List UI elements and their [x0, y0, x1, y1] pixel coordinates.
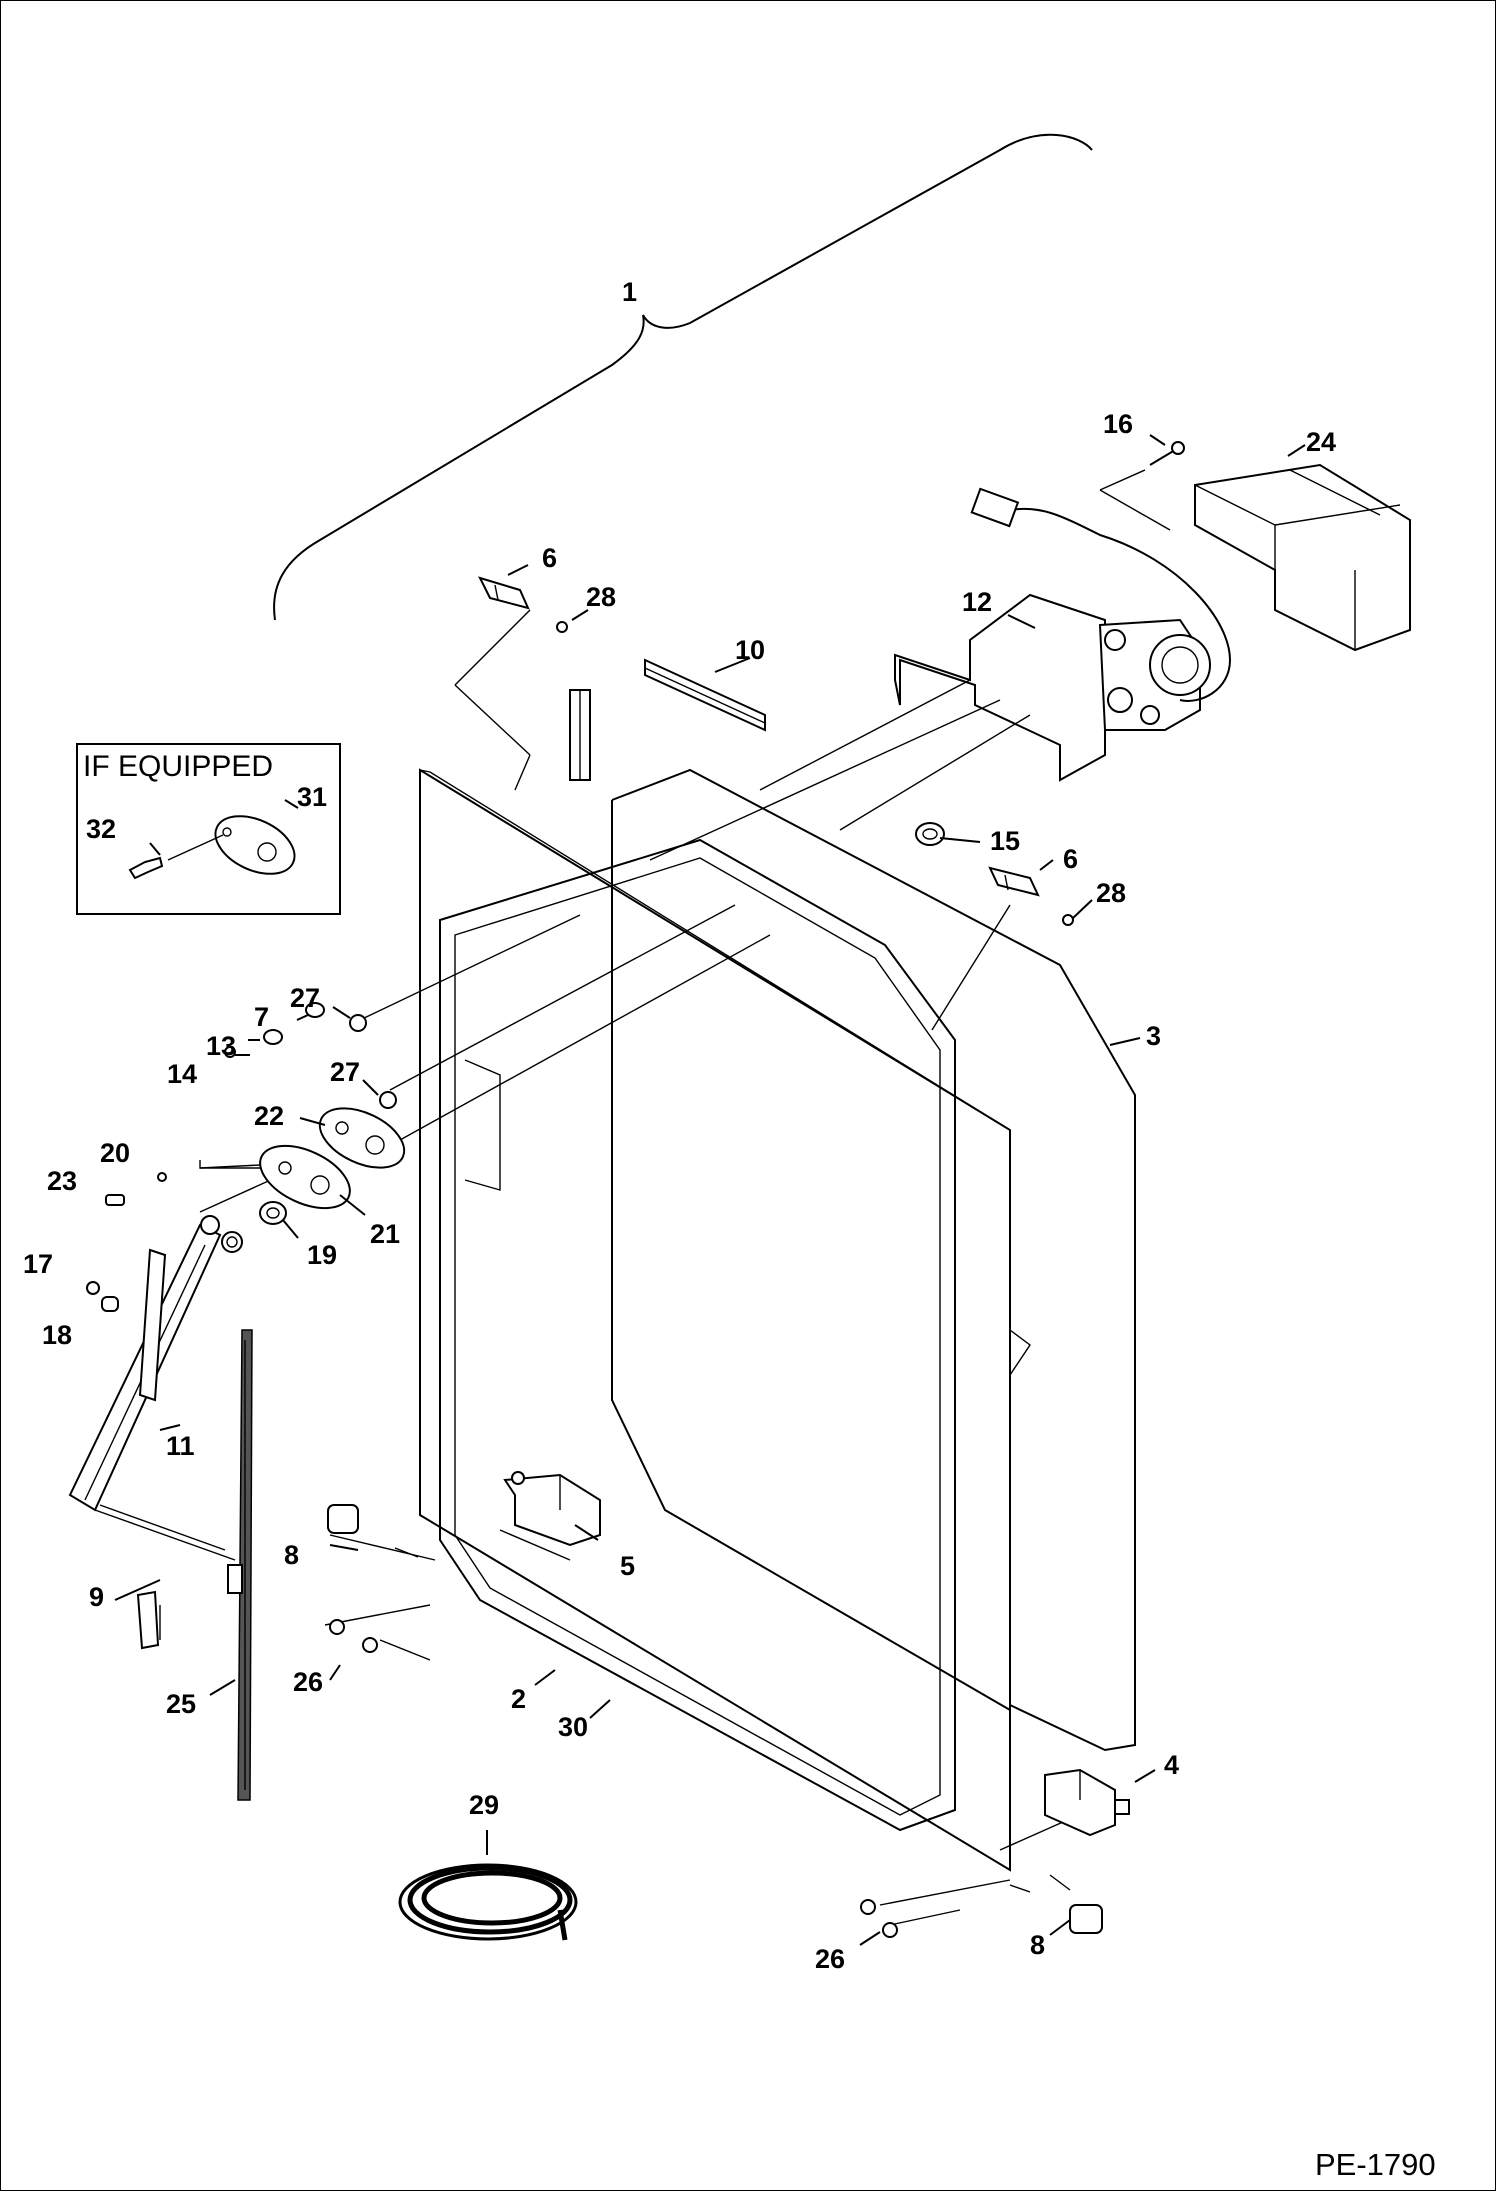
callout-20: 20	[100, 1138, 130, 1168]
callout-15: 15	[990, 826, 1020, 856]
assembly-brace	[273, 133, 1093, 621]
callout-12: 12	[962, 587, 992, 617]
hinge-upper	[454, 576, 568, 791]
callout-6-upper: 6	[542, 543, 557, 573]
callout-16: 16	[1103, 409, 1133, 439]
nut-27a	[349, 1014, 367, 1032]
callout-28-lower: 28	[1096, 878, 1126, 908]
plate-31	[214, 815, 296, 875]
callout-7: 7	[254, 1002, 269, 1032]
callout-28-upper: 28	[586, 582, 616, 612]
screw-23	[105, 1194, 125, 1206]
explosion-lines	[99, 679, 1091, 1926]
wiper-arm	[68, 1215, 243, 1561]
callout-10: 10	[735, 635, 765, 665]
callout-26-left: 26	[293, 1667, 323, 1697]
screws-right	[860, 1899, 898, 1938]
latch-lower	[1044, 1768, 1130, 1837]
callout-13: 13	[206, 1031, 236, 1061]
callout-11: 11	[166, 1431, 195, 1461]
motor-cover	[1194, 463, 1411, 652]
hinge-lower	[931, 866, 1074, 1031]
callout-14: 14	[167, 1059, 197, 1089]
callout-27-upper: 27	[290, 983, 320, 1013]
washer-20	[157, 1160, 285, 1182]
callout-18: 18	[42, 1320, 72, 1350]
wiper-motor-assembly	[894, 469, 1232, 782]
cap-18	[101, 1296, 119, 1312]
callout-5: 5	[620, 1551, 635, 1581]
spacer-upper	[327, 1504, 419, 1558]
callout-17: 17	[23, 1249, 53, 1279]
blade-clip	[136, 1590, 161, 1650]
washer-7	[305, 1002, 325, 1018]
callout-19: 19	[307, 1240, 337, 1270]
inset-title: IF EQUIPPED	[83, 750, 273, 783]
reference-code: PE-1790	[1315, 2147, 1436, 2182]
callout-4: 4	[1164, 1750, 1179, 1780]
spacer-strip	[569, 658, 766, 781]
door-frame	[419, 768, 1031, 1872]
latch-upper	[503, 1471, 601, 1547]
callout-8-upper: 8	[284, 1540, 299, 1570]
door-glass	[611, 768, 1136, 1752]
callout-25: 25	[166, 1689, 196, 1719]
nut-14	[224, 1046, 236, 1058]
nozzle-32	[128, 856, 164, 880]
callout-leaders	[114, 434, 1306, 1946]
callout-30: 30	[558, 1712, 588, 1742]
callout-8-lower: 8	[1030, 1930, 1045, 1960]
screws-left	[329, 1619, 378, 1653]
if-equipped-inset: IF EQUIPPED	[76, 743, 341, 915]
callout-23: 23	[47, 1166, 77, 1196]
spacer-lower	[1009, 1884, 1103, 1934]
callout-29: 29	[469, 1790, 499, 1820]
callout-26-right: 26	[815, 1944, 845, 1974]
callout-27-lower: 27	[330, 1057, 360, 1087]
callout-9: 9	[89, 1582, 104, 1612]
inset-box	[76, 743, 341, 915]
grommet-19	[259, 1201, 287, 1225]
callout-22: 22	[254, 1101, 284, 1131]
nut-27b	[379, 1091, 397, 1109]
seal-coil	[398, 1863, 578, 1941]
callout-3: 3	[1146, 1021, 1161, 1051]
callout-2: 2	[511, 1684, 526, 1714]
gasket-22	[318, 1107, 406, 1169]
callout-labels: 1 16 24 6 28 12 10 31 32 15 6 28 3 27 7 …	[23, 277, 1336, 1974]
nut-17	[86, 1281, 100, 1295]
callout-31: 31	[297, 782, 327, 812]
grommet	[915, 822, 945, 846]
callout-24: 24	[1306, 427, 1336, 457]
callout-32: 32	[86, 814, 116, 844]
gasket-21	[259, 1144, 351, 1210]
callout-21: 21	[370, 1219, 400, 1249]
cover-bolt	[1149, 441, 1185, 466]
wiper-blade	[227, 1329, 253, 1801]
washer-13	[263, 1029, 283, 1045]
callout-6-lower: 6	[1063, 844, 1078, 874]
callout-1: 1	[622, 277, 637, 307]
